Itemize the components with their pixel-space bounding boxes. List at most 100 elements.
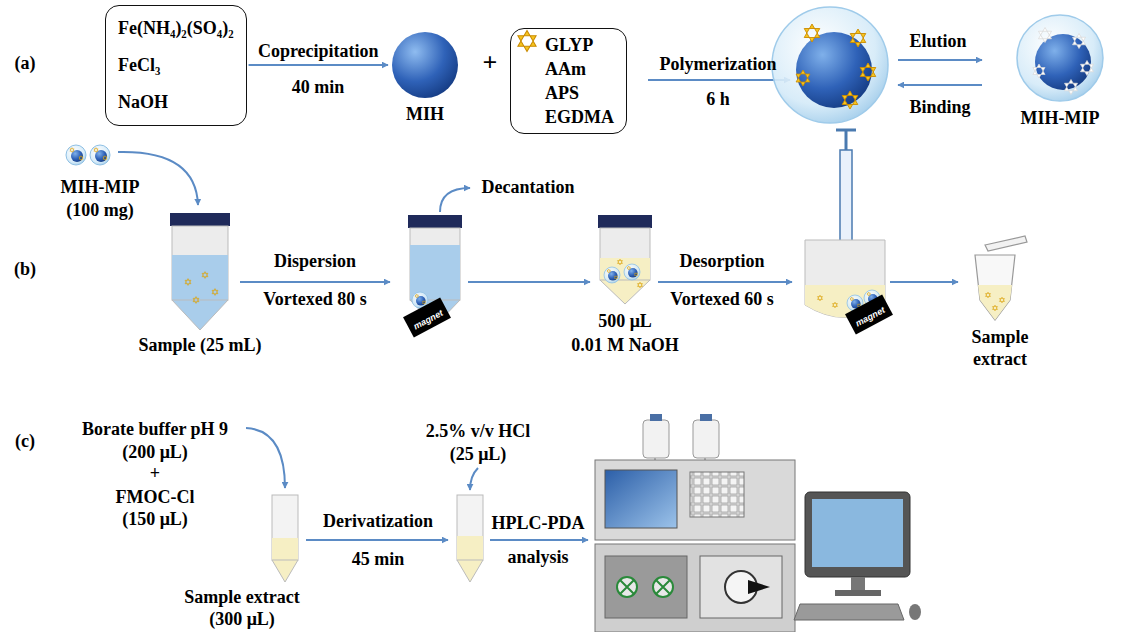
text-label: HPLC-PDA analysis xyxy=(483,506,593,574)
elution-tube xyxy=(598,215,652,228)
sample-tube xyxy=(172,226,228,300)
imprinted-particle xyxy=(804,24,820,42)
node-text: MIH-MIP xyxy=(1021,107,1100,129)
hplc-instrument xyxy=(643,420,669,458)
text-label: Vortexed 80 s xyxy=(263,288,366,310)
text-label: Sample extract xyxy=(184,586,299,608)
derivatization-tube xyxy=(272,495,298,582)
elution-tube xyxy=(604,267,620,283)
derivatization-tube xyxy=(272,538,298,560)
node-text: GLYP xyxy=(545,33,614,57)
acidified-tube xyxy=(457,495,483,582)
elution-tube xyxy=(598,215,652,304)
elution-tube xyxy=(637,282,642,288)
text-label: (100 mg) xyxy=(66,199,133,221)
sample-tube xyxy=(202,272,208,279)
node-text: APS xyxy=(545,81,614,105)
text-label: Dispersion xyxy=(274,250,356,272)
text-label: 40 min xyxy=(292,76,345,98)
text-label: (300 μL) xyxy=(209,608,275,630)
particle-shape xyxy=(1035,34,1091,90)
hplc-instrument xyxy=(653,577,673,597)
reagent-box: Fe(NH₄)₂(SO₄)₂FeCl₃NaOH xyxy=(105,5,247,126)
extract-vial xyxy=(975,255,1015,320)
process-arrow xyxy=(490,539,588,541)
text-label: Polymerization xyxy=(660,53,777,75)
sample-tube xyxy=(172,300,228,330)
text-label: Binding xyxy=(909,96,970,118)
process-arrow xyxy=(468,281,590,283)
node-text: Fe(NH₄)₂(SO₄)₂ xyxy=(118,10,234,47)
node-text: NaOH xyxy=(118,84,234,121)
imprinted-particle xyxy=(860,63,876,81)
hplc-instrument xyxy=(605,556,687,618)
computer xyxy=(909,604,921,620)
process-arrow xyxy=(890,281,958,283)
particle-shape xyxy=(1033,64,1045,78)
syringe xyxy=(840,150,852,245)
imprinted-particle xyxy=(772,7,888,123)
particle-shape xyxy=(1017,15,1103,101)
sample-tube xyxy=(193,297,199,304)
hplc-instrument xyxy=(595,544,795,632)
text-label: Desorption xyxy=(680,250,765,272)
hplc-instrument xyxy=(605,470,677,528)
separation-tube xyxy=(408,215,462,228)
node-text: magnet xyxy=(854,305,887,329)
sample-tube xyxy=(185,279,191,286)
extract-vial xyxy=(999,297,1004,303)
text-label: MIH-MIP xyxy=(61,176,140,198)
imprinted-particle xyxy=(796,70,810,86)
hplc-instrument xyxy=(700,556,782,618)
text-label: (150 μL) xyxy=(122,508,188,530)
mip-particles xyxy=(66,145,86,165)
process-arrow xyxy=(240,281,390,283)
acidified-tube xyxy=(457,495,483,560)
imprinted-particle xyxy=(842,91,858,109)
elution-tube xyxy=(600,280,650,304)
text-label: + xyxy=(483,52,498,74)
text-label: + xyxy=(150,462,160,484)
computer xyxy=(794,492,921,620)
particle-shape xyxy=(1065,80,1078,95)
particle-shape xyxy=(1073,34,1086,49)
sample-tube xyxy=(172,255,228,300)
extract-vial xyxy=(975,236,1027,320)
text-label: Elution xyxy=(909,30,966,52)
elution-tube xyxy=(624,264,640,280)
process-arrow xyxy=(898,59,982,61)
node-text: AAm xyxy=(545,57,614,81)
process-arrow xyxy=(658,281,792,283)
text-label: (a) xyxy=(15,52,36,74)
hplc-instrument xyxy=(595,460,795,540)
hplc-instrument xyxy=(650,414,662,421)
acidified-tube xyxy=(457,560,483,582)
mip-particles xyxy=(66,145,110,165)
hplc-instrument xyxy=(700,414,712,421)
hplc-instrument xyxy=(656,580,670,594)
particle-circle: MIH-MIP xyxy=(1015,13,1105,103)
computer xyxy=(794,604,904,620)
edge-label: Coprecipitation xyxy=(258,40,379,62)
desorption-tube xyxy=(817,295,822,301)
extract-vial xyxy=(985,292,990,298)
text-label: 45 min xyxy=(352,548,405,570)
node-text: magnet xyxy=(412,308,445,332)
text-label: (b) xyxy=(14,258,36,280)
text-label: Borate buffer pH 9 xyxy=(82,418,228,440)
mip-particles xyxy=(90,145,110,165)
desorption-tube xyxy=(832,302,837,308)
hplc-instrument xyxy=(690,472,744,517)
computer xyxy=(812,499,903,567)
process-arrow xyxy=(249,64,388,66)
magnet-block: magnet xyxy=(403,297,451,337)
imprinted-particle xyxy=(796,32,872,108)
computer xyxy=(835,590,881,596)
separation-tube xyxy=(410,228,460,300)
text-label: 0.01 M NaOH xyxy=(571,334,679,356)
syringe xyxy=(845,130,848,152)
particle-shape xyxy=(392,32,458,98)
hplc-instrument xyxy=(617,577,637,597)
reagent-box: GLYPAAmAPSEGDMA xyxy=(510,28,627,134)
